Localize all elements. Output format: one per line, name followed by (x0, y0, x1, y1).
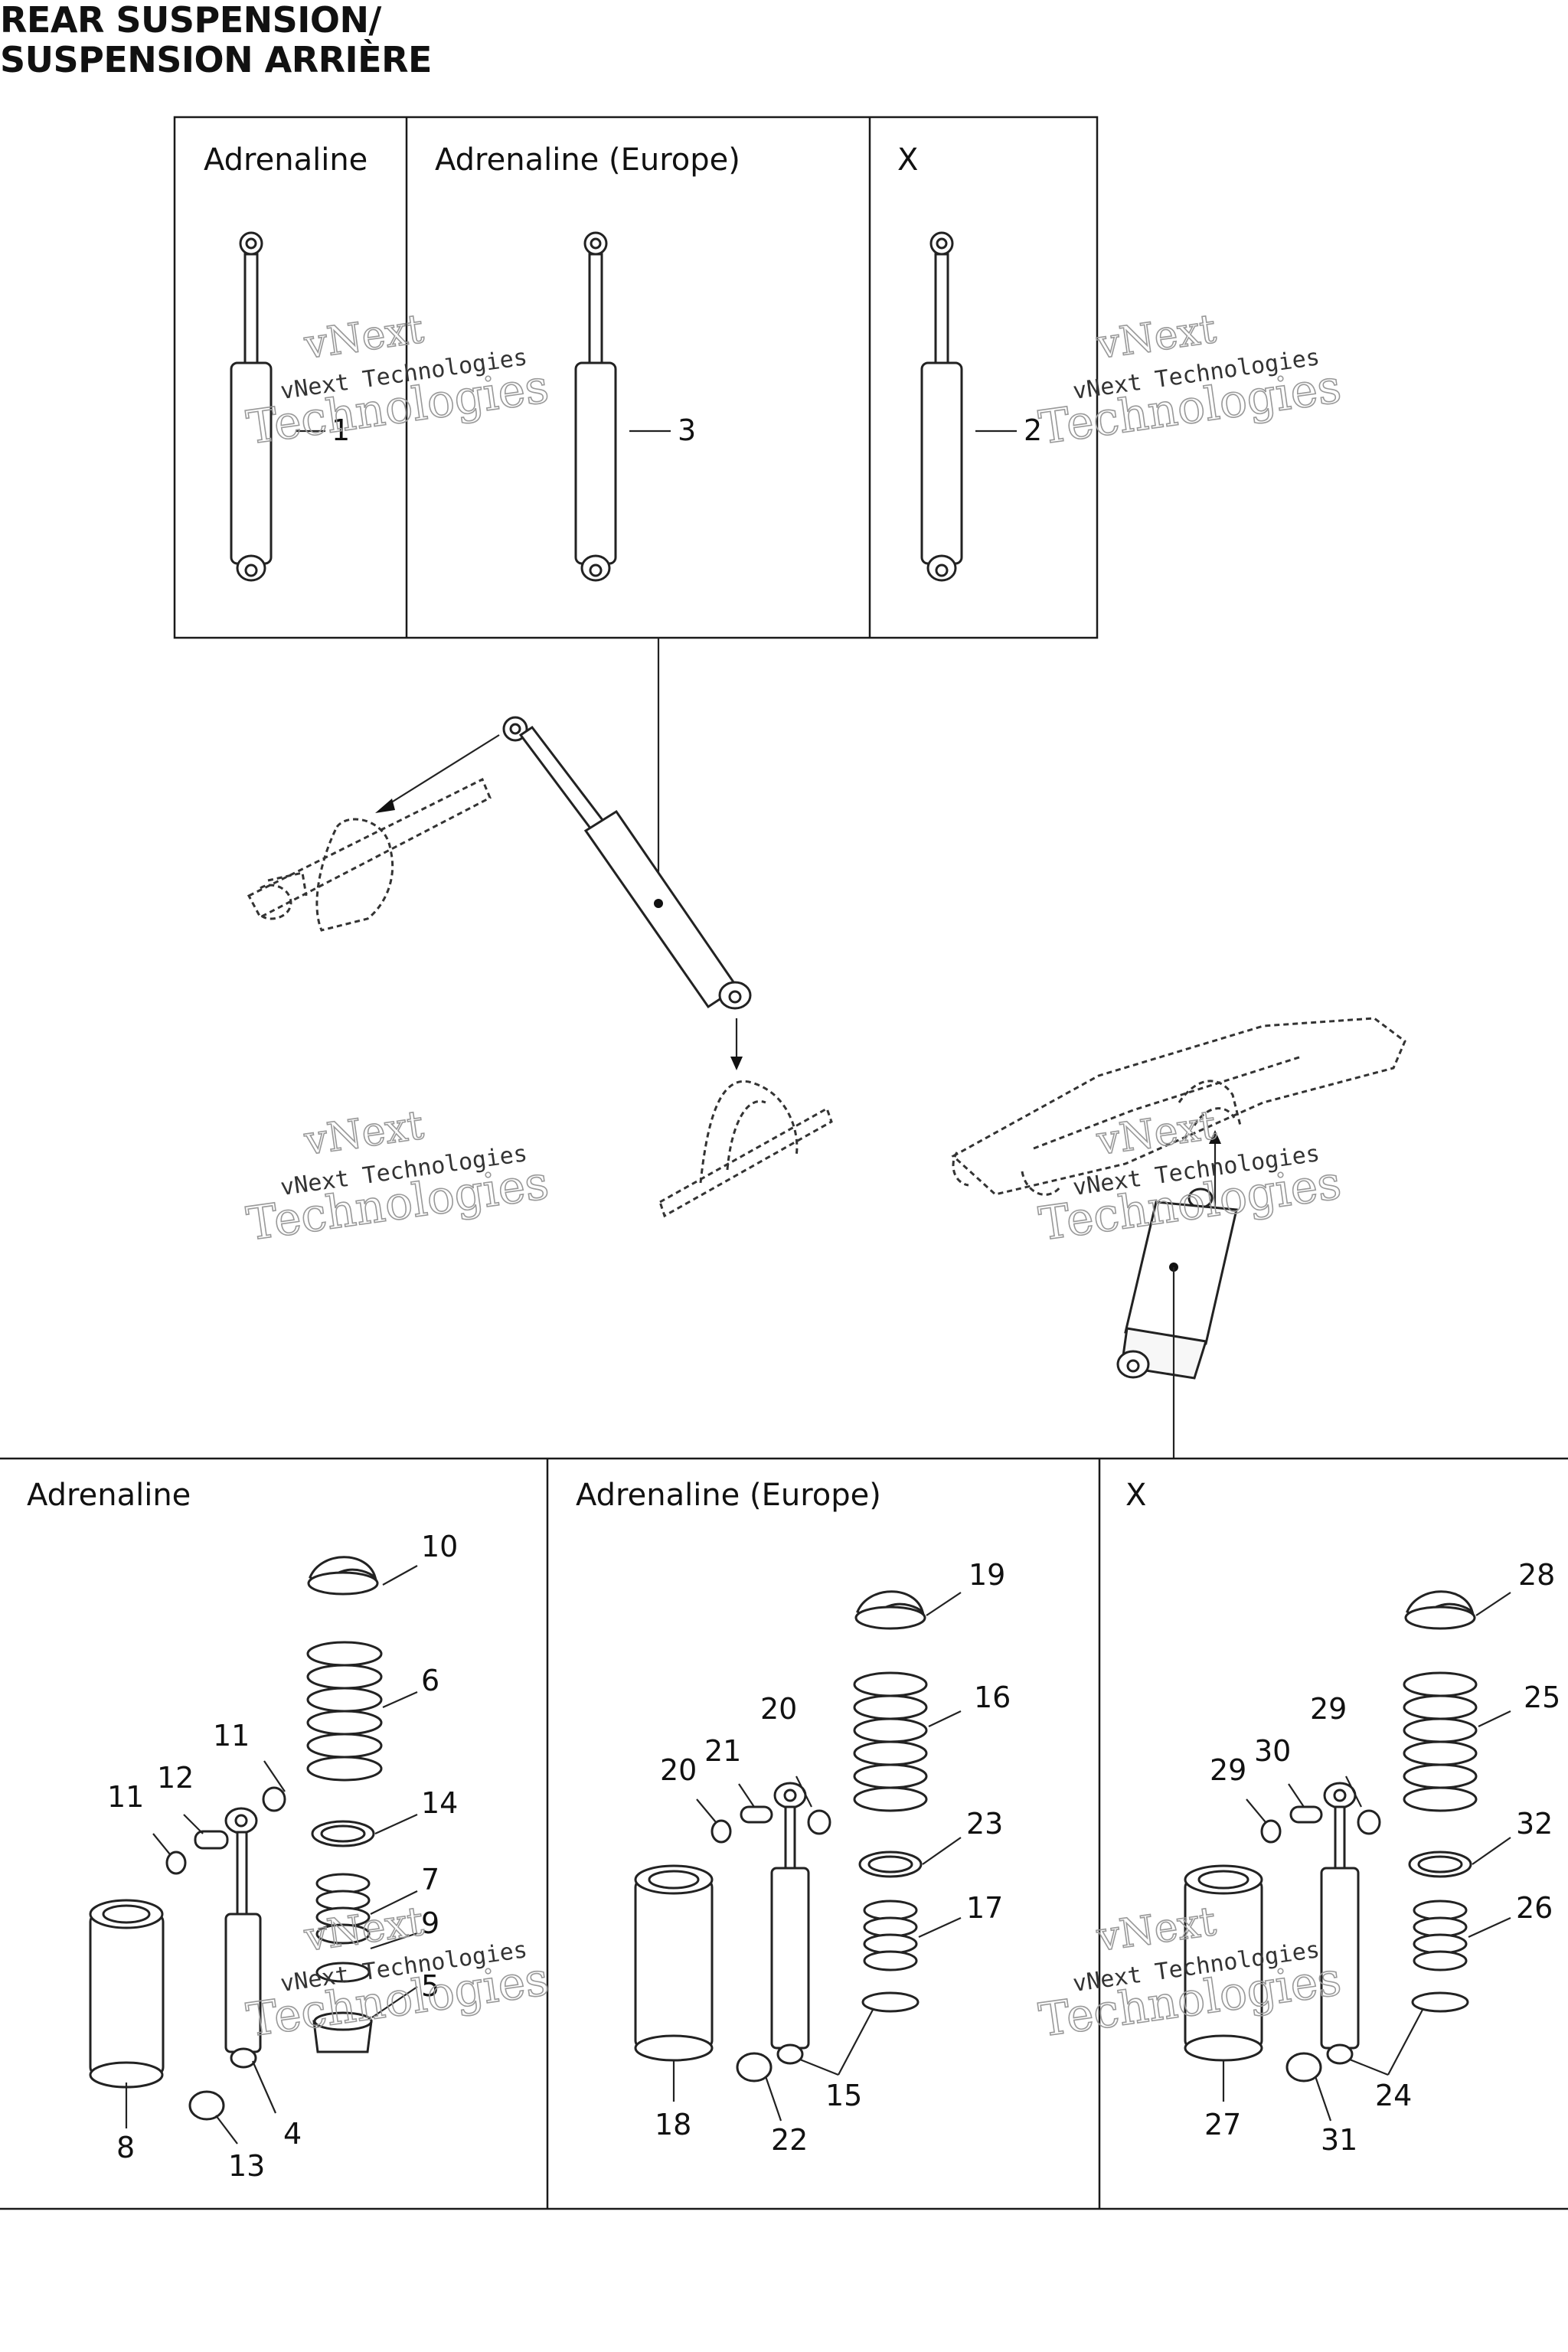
shock-absorber-1: 1 (230, 231, 350, 582)
top-panel-label-adrenaline: Adrenaline (204, 142, 368, 178)
callout-27: 27 (1204, 2108, 1241, 2141)
svg-text:vNext: vNext (1093, 1102, 1219, 1165)
callout-17: 17 (966, 1891, 1003, 1925)
callout-16: 16 (974, 1681, 1011, 1714)
callout-28: 28 (1518, 1558, 1555, 1592)
x-shock (1116, 1130, 1238, 1459)
callout-15: 15 (825, 2079, 862, 2112)
bottom-panel-label-adrenaline: Adrenaline (27, 1478, 191, 1513)
callout-32: 32 (1516, 1807, 1553, 1841)
callout-25: 25 (1524, 1681, 1560, 1714)
watermark-1: vNext vNext Technologies Technologies (243, 305, 553, 456)
callout-2: 2 (1024, 413, 1042, 447)
top-panel-label-adrenaline-europe: Adrenaline (Europe) (435, 142, 740, 178)
callout-23: 23 (966, 1807, 1003, 1841)
watermark-4: vNext vNext Technologies Technologies (1035, 1102, 1345, 1252)
coil-spring (306, 1641, 383, 1782)
callout-11: 11 (107, 1780, 144, 1814)
top-panel-frame (173, 116, 1099, 639)
callout-10: 10 (421, 1530, 458, 1563)
callout-20: 20 (760, 1692, 797, 1726)
callout-20: 20 (660, 1753, 697, 1787)
bottom-panel-label-adrenaline-europe: Adrenaline (Europe) (576, 1478, 881, 1513)
page-title: REAR SUSPENSION/ SUSPENSION ARRIÈRE (0, 0, 432, 80)
shock-absorber-2: 2 (920, 231, 1042, 582)
callout-5: 5 (421, 1969, 439, 2003)
svg-text:vNext: vNext (1093, 306, 1219, 368)
dashed-frame-right (951, 1017, 1406, 1196)
title-line-1: REAR SUSPENSION/ (0, 0, 381, 41)
callout-14: 14 (421, 1786, 458, 1820)
bottom-panel-group: Adrenaline Adrenaline (Europe) X (0, 1457, 1568, 2210)
svg-text:vNext: vNext (301, 306, 426, 368)
callout-9: 9 (421, 1906, 439, 1940)
svg-text:vNext: vNext (301, 1899, 426, 1961)
svg-text:vNext: vNext (301, 1102, 426, 1165)
parts-panel-adrenaline-europe: 19 16 20 21 20 23 17 18 22 15 (634, 1558, 1011, 2157)
callout-26: 26 (1516, 1891, 1553, 1925)
top-panel-label-x: X (897, 142, 918, 178)
callout-7: 7 (421, 1863, 439, 1896)
dashed-frame-left (247, 777, 492, 932)
watermark-5: vNext vNext Technologies Technologies (243, 1898, 553, 2048)
callout-8: 8 (116, 2131, 135, 2164)
callout-21: 21 (704, 1734, 741, 1768)
callout-19: 19 (969, 1558, 1005, 1592)
parts-panel-x: 28 25 29 30 29 32 26 27 31 24 (1184, 1558, 1560, 2157)
bottom-panel-label-x: X (1125, 1478, 1146, 1513)
callout-18: 18 (655, 2108, 691, 2141)
dashed-bracket-bottom (658, 1080, 833, 1218)
shock-absorber-3: 3 (574, 231, 696, 582)
callout-13: 13 (228, 2149, 265, 2183)
callout-12: 12 (157, 1761, 194, 1795)
diagonal-shock (502, 716, 752, 1010)
watermark-2: vNext vNext Technologies Technologies (1035, 305, 1345, 456)
callout-22: 22 (771, 2123, 808, 2157)
watermark-3: vNext vNext Technologies Technologies (243, 1102, 553, 1252)
middle-assembly (247, 638, 1406, 1459)
callout-30: 30 (1254, 1734, 1291, 1768)
callout-29: 29 (1310, 1692, 1347, 1726)
callout-4: 4 (283, 2117, 302, 2151)
callout-31: 31 (1321, 2123, 1357, 2157)
callout-29: 29 (1210, 1753, 1246, 1787)
callout-6: 6 (421, 1664, 439, 1697)
title-line-2: SUSPENSION ARRIÈRE (0, 39, 432, 80)
callout-3: 3 (678, 413, 696, 447)
watermark-6: vNext vNext Technologies Technologies (1035, 1898, 1345, 2048)
callout-11: 11 (213, 1719, 250, 1753)
top-panel-group: Adrenaline Adrenaline (Europe) X 1 3 (173, 116, 1099, 639)
callout-24: 24 (1375, 2079, 1412, 2112)
parts-panel-adrenaline: 10 6 11 12 11 14 7 9 5 8 13 4 (89, 1530, 458, 2183)
callout-1: 1 (332, 413, 350, 447)
